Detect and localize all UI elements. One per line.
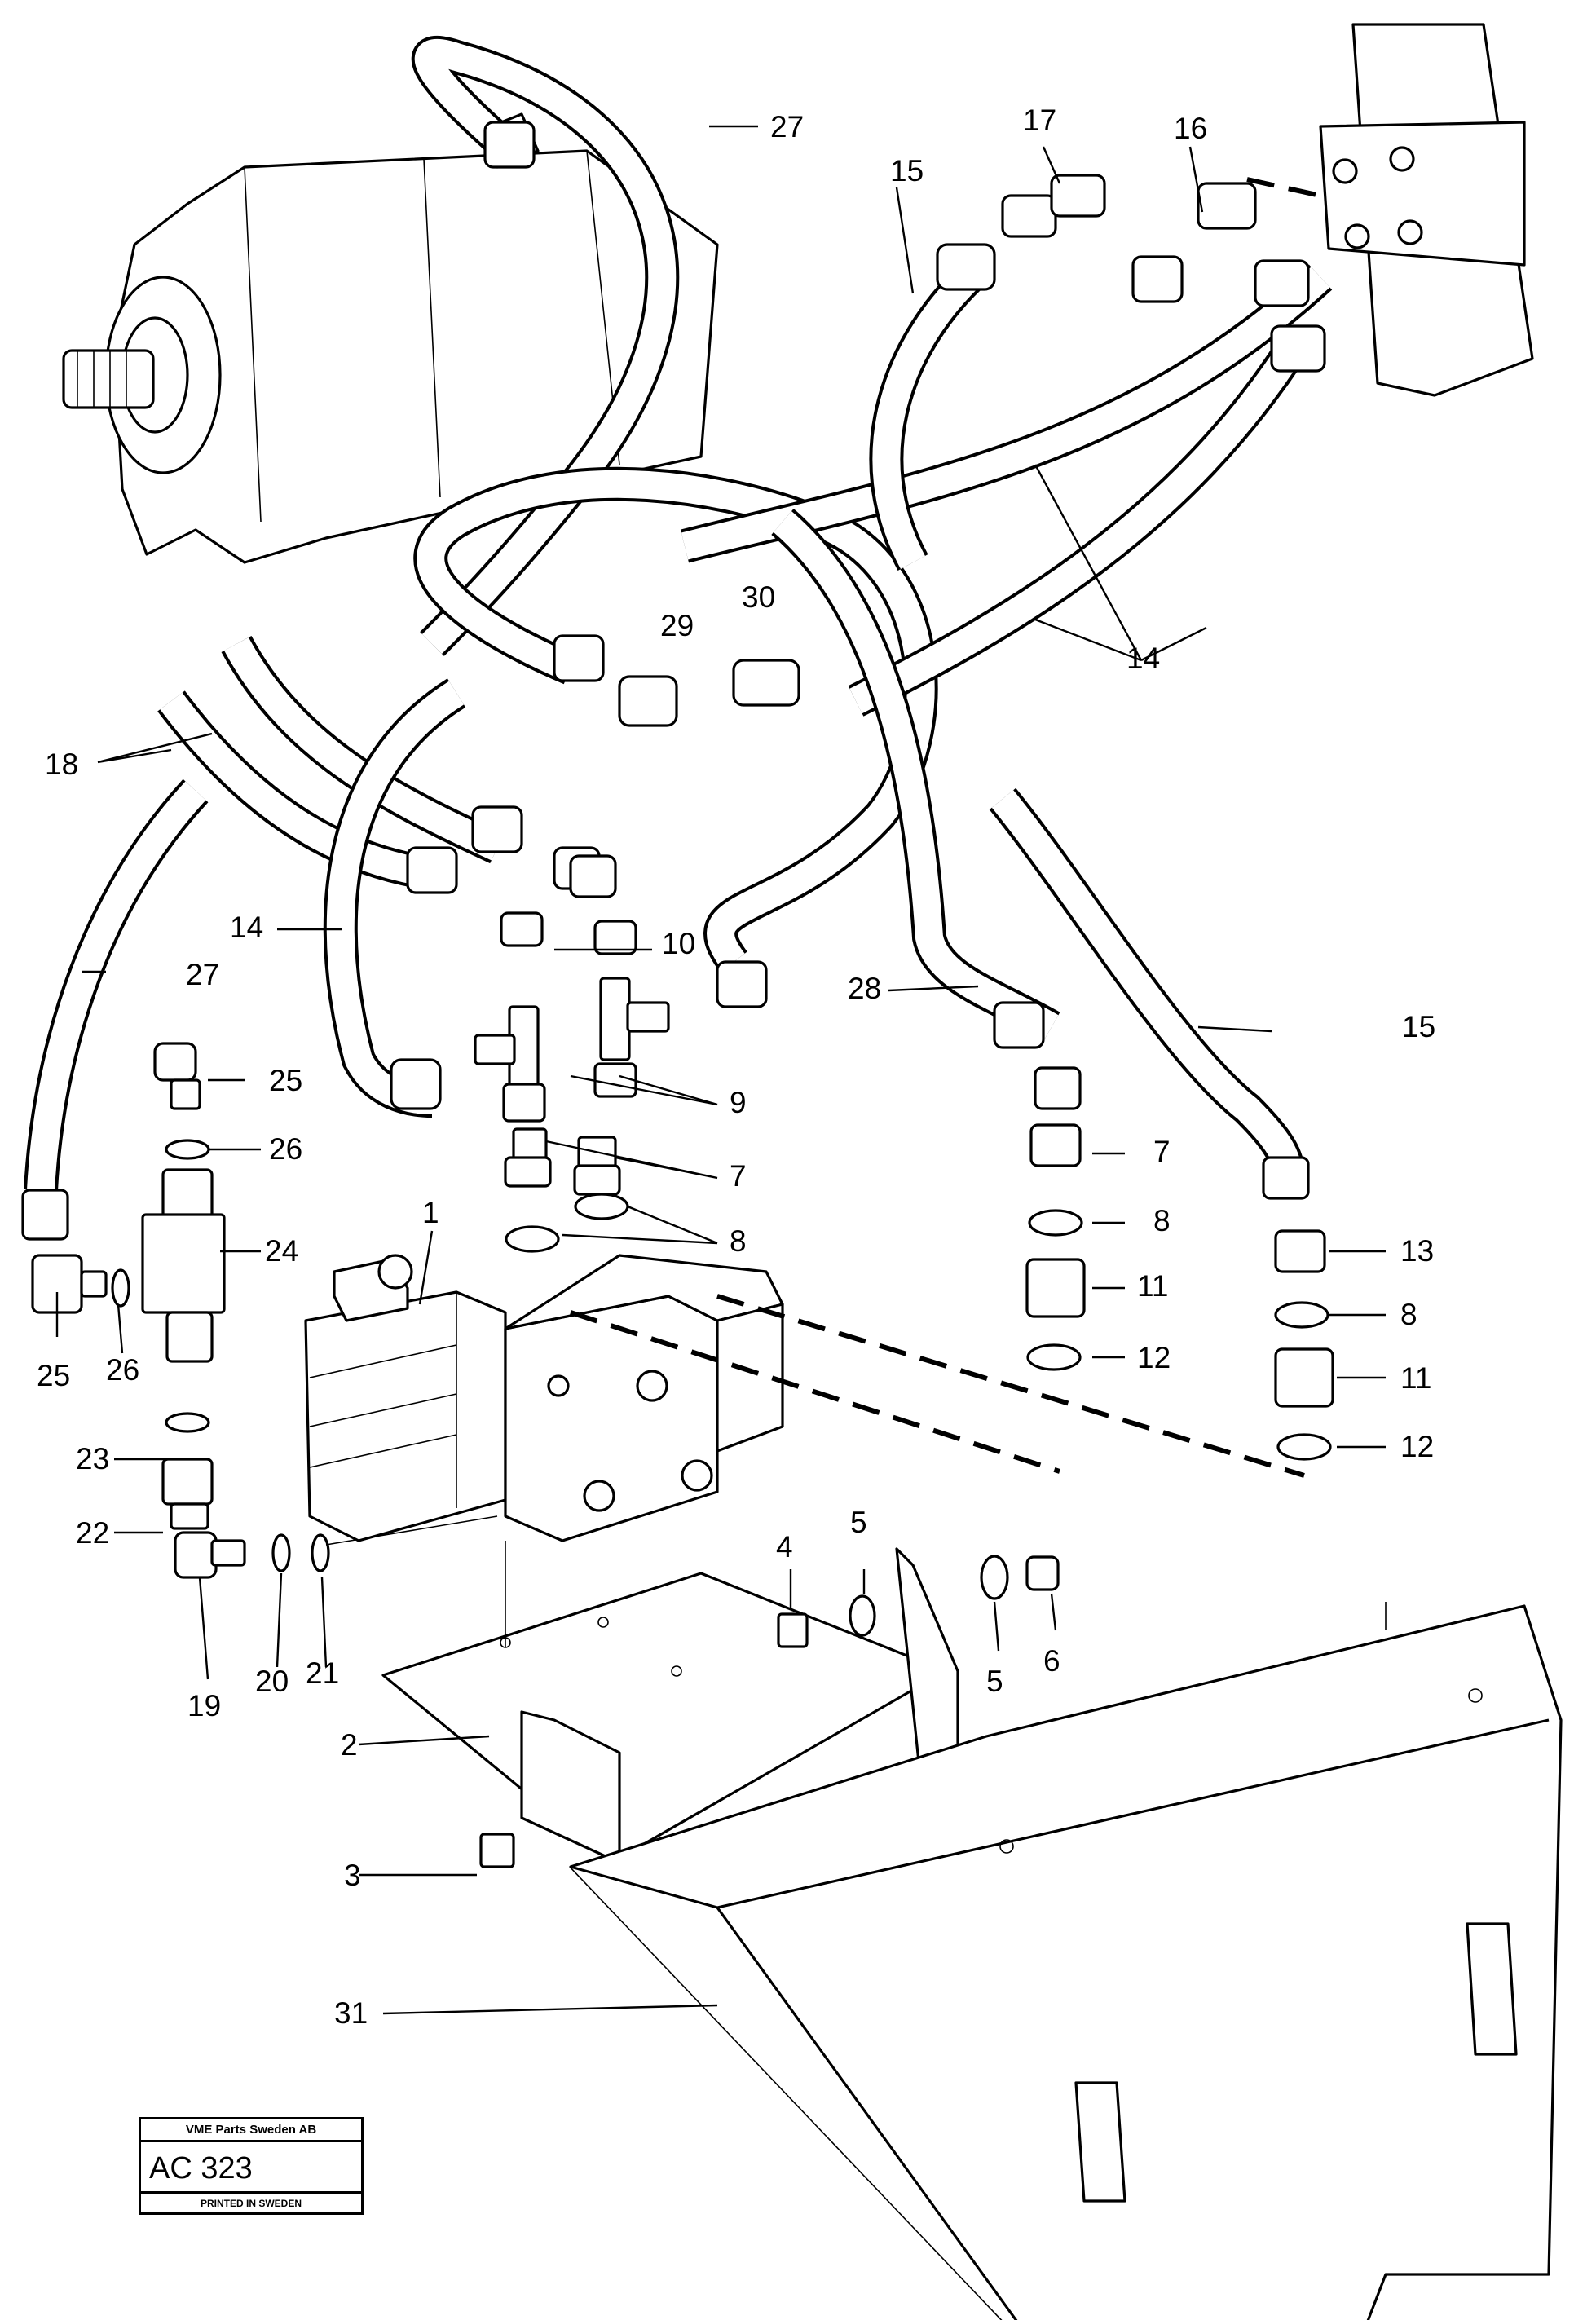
callout-12-right: 12 (1137, 1341, 1171, 1374)
fitting-stack (474, 911, 670, 1253)
callout-15-top: 15 (890, 154, 924, 187)
callout-26-left: 26 (106, 1353, 139, 1387)
callout-28: 28 (848, 972, 881, 1005)
callout-1: 1 (422, 1196, 439, 1229)
callout-27-top: 27 (770, 110, 804, 143)
leader-lines (55, 125, 1386, 2015)
callout-25-top: 25 (269, 1064, 302, 1097)
callout-27-left: 27 (186, 958, 219, 991)
callout-31: 31 (334, 1996, 368, 2030)
printed-note: PRINTED IN SWEDEN (141, 2191, 361, 2212)
hoses (24, 35, 1333, 1192)
callout-8-center: 8 (730, 1224, 747, 1258)
callout-20: 20 (255, 1665, 289, 1698)
company-name: VME Parts Sweden AB (141, 2119, 361, 2142)
callout-30: 30 (742, 580, 775, 614)
drawing-code: AC 323 (149, 2151, 253, 2185)
callout-26-top: 26 (269, 1132, 302, 1166)
callout-11-right: 11 (1137, 1269, 1168, 1303)
callout-10: 10 (662, 927, 695, 960)
callout-17: 17 (1023, 104, 1056, 137)
mounting-plate (569, 1602, 1563, 2320)
callout-5-left: 5 (850, 1506, 867, 1539)
callout-labels: 27 15 17 16 30 29 14 18 14 10 27 28 15 2… (37, 104, 1435, 2030)
callout-24: 24 (265, 1234, 298, 1268)
callout-9: 9 (730, 1086, 747, 1119)
callout-21: 21 (306, 1656, 339, 1690)
callout-22: 22 (76, 1516, 109, 1550)
callout-15-right: 15 (1402, 1010, 1435, 1043)
mounting-bracket (381, 1547, 1060, 1868)
callout-8-right: 8 (1153, 1204, 1171, 1237)
callout-14-left: 14 (230, 911, 263, 944)
callout-13: 13 (1400, 1234, 1434, 1268)
callout-12-far-right: 12 (1400, 1430, 1434, 1463)
callout-3: 3 (344, 1859, 361, 1892)
callout-19: 19 (187, 1689, 221, 1722)
callout-14-right: 14 (1126, 642, 1160, 675)
callout-23: 23 (76, 1442, 109, 1475)
callout-18: 18 (45, 748, 78, 781)
callout-5-right: 5 (986, 1665, 1003, 1698)
callout-4: 4 (776, 1530, 793, 1564)
callout-2: 2 (341, 1728, 358, 1762)
assembly-dashed-lines (570, 177, 1321, 1478)
hose-fittings (21, 121, 1326, 1241)
title-block: VME Parts Sweden AB AC 323 PRINTED IN SW… (139, 2117, 364, 2215)
callout-7-center: 7 (730, 1159, 747, 1193)
callout-16: 16 (1174, 112, 1207, 145)
callout-11-far-right: 11 (1400, 1361, 1431, 1395)
solenoid-valve (304, 1254, 784, 1542)
callout-25-left: 25 (37, 1359, 70, 1392)
callout-29: 29 (660, 609, 694, 642)
callout-7-right: 7 (1153, 1135, 1171, 1168)
callout-8-far-right: 8 (1400, 1298, 1417, 1331)
right-fitting-columns (1025, 1123, 1334, 1461)
callout-6: 6 (1043, 1644, 1060, 1678)
cylinder-block (1319, 23, 1534, 397)
